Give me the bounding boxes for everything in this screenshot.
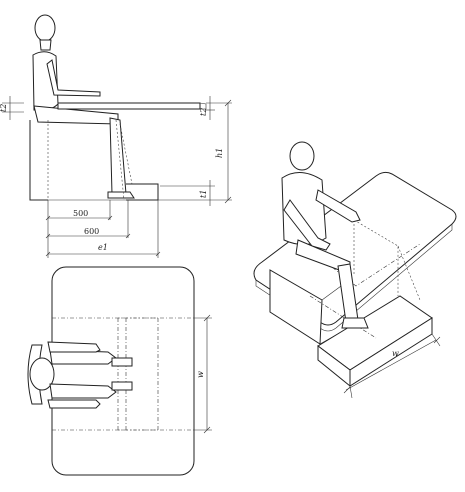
w-iso-label: w bbox=[392, 349, 399, 358]
t1-label: t1 bbox=[199, 190, 208, 198]
t2-right-label: t2 bbox=[199, 108, 208, 116]
table-top-side bbox=[57, 102, 201, 110]
seated-figure-plan bbox=[27, 341, 133, 409]
w-plan-label: w bbox=[196, 371, 205, 378]
h1-label: h1 bbox=[215, 148, 224, 158]
seated-figure-iso bbox=[281, 141, 369, 329]
side-elevation-view: t2 t2 h1 t1 500 600 e1 bbox=[0, 14, 232, 258]
plan-view: w bbox=[27, 266, 212, 476]
dim-500-label: 500 bbox=[73, 209, 88, 218]
seat-block-side bbox=[29, 120, 48, 201]
t2-left-label: t2 bbox=[0, 104, 8, 112]
e1-label: e1 bbox=[98, 243, 108, 252]
table-outline-plan bbox=[51, 266, 195, 476]
dim-600-label: 600 bbox=[84, 227, 99, 236]
isometric-view: w bbox=[253, 141, 457, 399]
seated-figure-side bbox=[32, 14, 135, 199]
